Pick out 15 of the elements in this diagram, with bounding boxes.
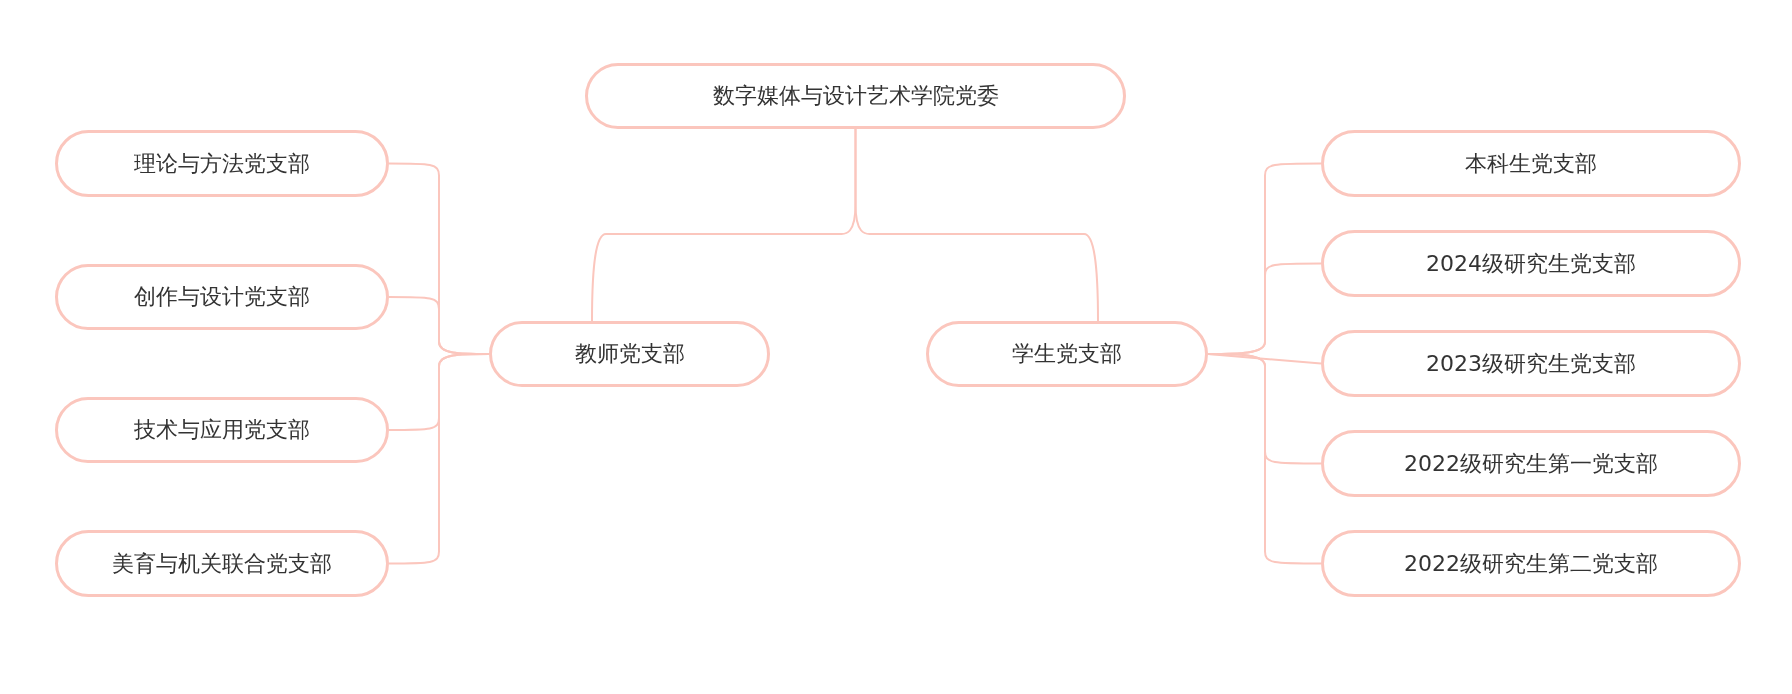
branch-box: 2024级研究生党支部 — [1321, 230, 1741, 297]
connector-line — [854, 128, 1099, 322]
branch-box: 学生党支部 — [926, 321, 1208, 387]
branch-box: 本科生党支部 — [1321, 130, 1741, 197]
branch-box: 2022级研究生第一党支部 — [1321, 430, 1741, 497]
branch-box: 理论与方法党支部 — [55, 130, 389, 197]
connector-line — [388, 353, 490, 565]
branch-box: 2022级研究生第二党支部 — [1321, 530, 1741, 597]
connector-line — [1207, 353, 1322, 565]
root-box: 数字媒体与设计艺术学院党委 — [585, 63, 1126, 129]
branch-box: 教师党支部 — [489, 321, 770, 387]
branch-box: 创作与设计党支部 — [55, 264, 389, 330]
branch-box: 2023级研究生党支部 — [1321, 330, 1741, 397]
branch-box: 美育与机关联合党支部 — [55, 530, 389, 597]
branch-box: 技术与应用党支部 — [55, 397, 389, 463]
